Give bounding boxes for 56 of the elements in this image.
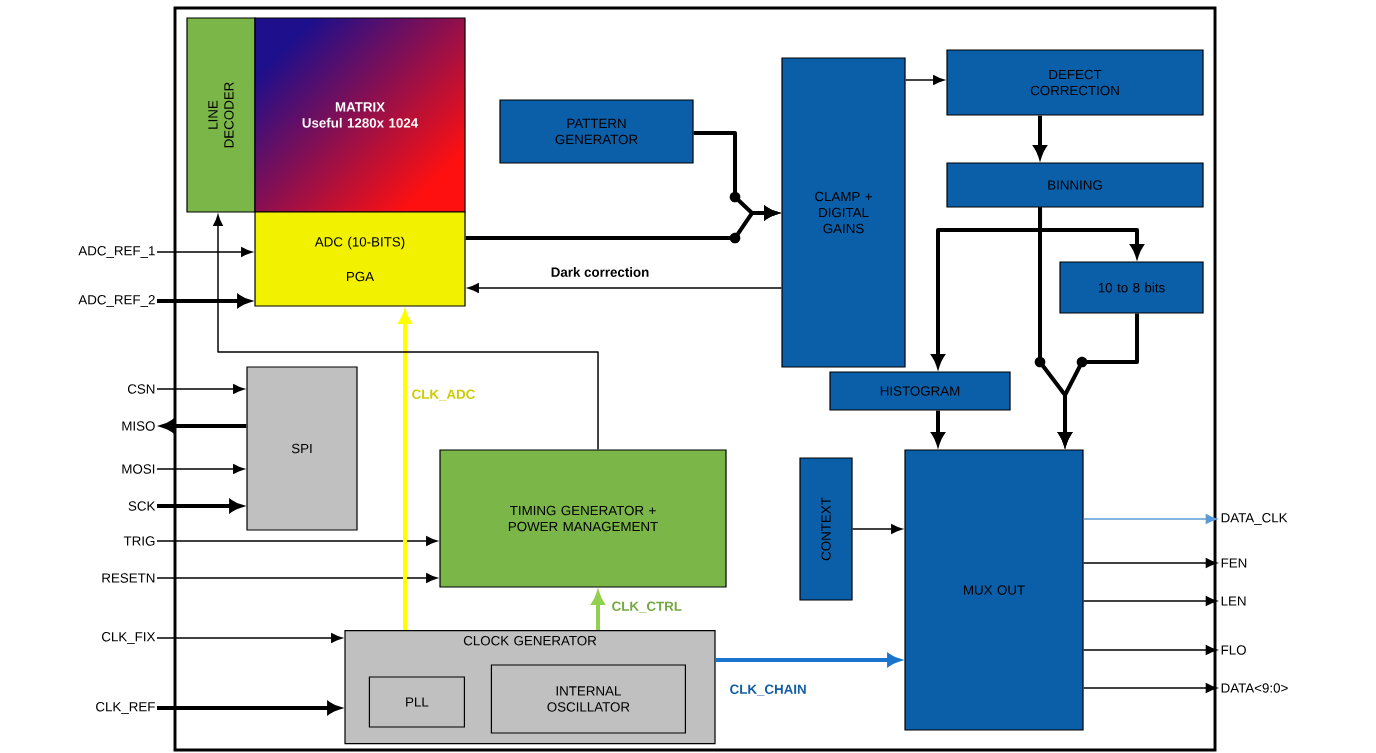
block-box: CONTEXT — [799, 457, 853, 601]
edge-label: Dark correction — [549, 265, 651, 279]
block-box: SPI — [246, 366, 358, 531]
pin-label: MISO — [122, 421, 155, 431]
block-box: HISTOGRAM — [829, 371, 1011, 411]
arrow — [157, 701, 341, 715]
arrow — [156, 384, 245, 394]
arrow — [157, 294, 251, 308]
arrow — [157, 499, 243, 513]
pin-label: DATA<9:0> — [1221, 683, 1288, 693]
arrow — [1082, 683, 1217, 693]
block-box: PATTERN GENERATOR — [499, 99, 694, 164]
block-box: MUX OUT — [904, 449, 1084, 731]
arrow — [156, 247, 253, 257]
block-box: PLL — [368, 676, 465, 728]
edge-label: CLK_CTRL — [610, 600, 684, 614]
arrow — [1082, 596, 1217, 606]
pin-label: FEN — [1221, 558, 1247, 568]
pin-label: FLO — [1221, 645, 1246, 655]
arrow — [1058, 313, 1139, 446]
arrow — [156, 464, 245, 474]
arrow — [467, 283, 783, 293]
arrow — [693, 131, 778, 220]
arrow — [1082, 514, 1217, 524]
pin-label: ADC_REF_2 — [78, 295, 155, 307]
edge-label: CLK_ADC — [410, 388, 477, 402]
pin-label: ADC_REF_1 — [78, 246, 155, 258]
pin-label: DATA_CLK — [1221, 513, 1288, 525]
arrow — [156, 573, 438, 583]
pin-label: TRIG — [123, 536, 155, 546]
pin-label: SCK — [128, 501, 156, 511]
block-box: 10 to 8 bits — [1059, 261, 1204, 314]
arrow — [156, 536, 438, 546]
arrow — [1082, 645, 1217, 655]
pin-label: CLK_REF — [96, 702, 155, 714]
arrow — [591, 591, 605, 630]
block-box: ADC (10-BITS) PGA — [254, 211, 466, 307]
block-box: DEFECT CORRECTION — [946, 49, 1204, 116]
edge-label: CLK_CHAIN — [728, 683, 808, 697]
block-box: TIMING GENERATOR + POWER MANAGEMENT — [439, 449, 727, 588]
block-box: INTERNAL OSCILLATOR — [490, 664, 686, 734]
pin-label: CSN — [127, 384, 155, 394]
pin-label: MOSI — [122, 464, 155, 474]
block-box: CLAMP + DIGITAL GAINS — [781, 57, 906, 368]
block-box: LINE DECODER — [186, 17, 256, 213]
arrow — [715, 653, 901, 667]
pin-label: RESETN — [102, 573, 155, 583]
arrow — [904, 75, 945, 85]
arrow — [156, 633, 343, 643]
pin-label: LEN — [1221, 596, 1246, 606]
block-box: BINNING — [946, 162, 1204, 208]
arrow — [213, 214, 599, 451]
arrow — [1082, 558, 1217, 568]
arrow — [931, 410, 945, 446]
arrow — [851, 524, 903, 534]
pin-label: CLK_FIX — [102, 632, 156, 644]
